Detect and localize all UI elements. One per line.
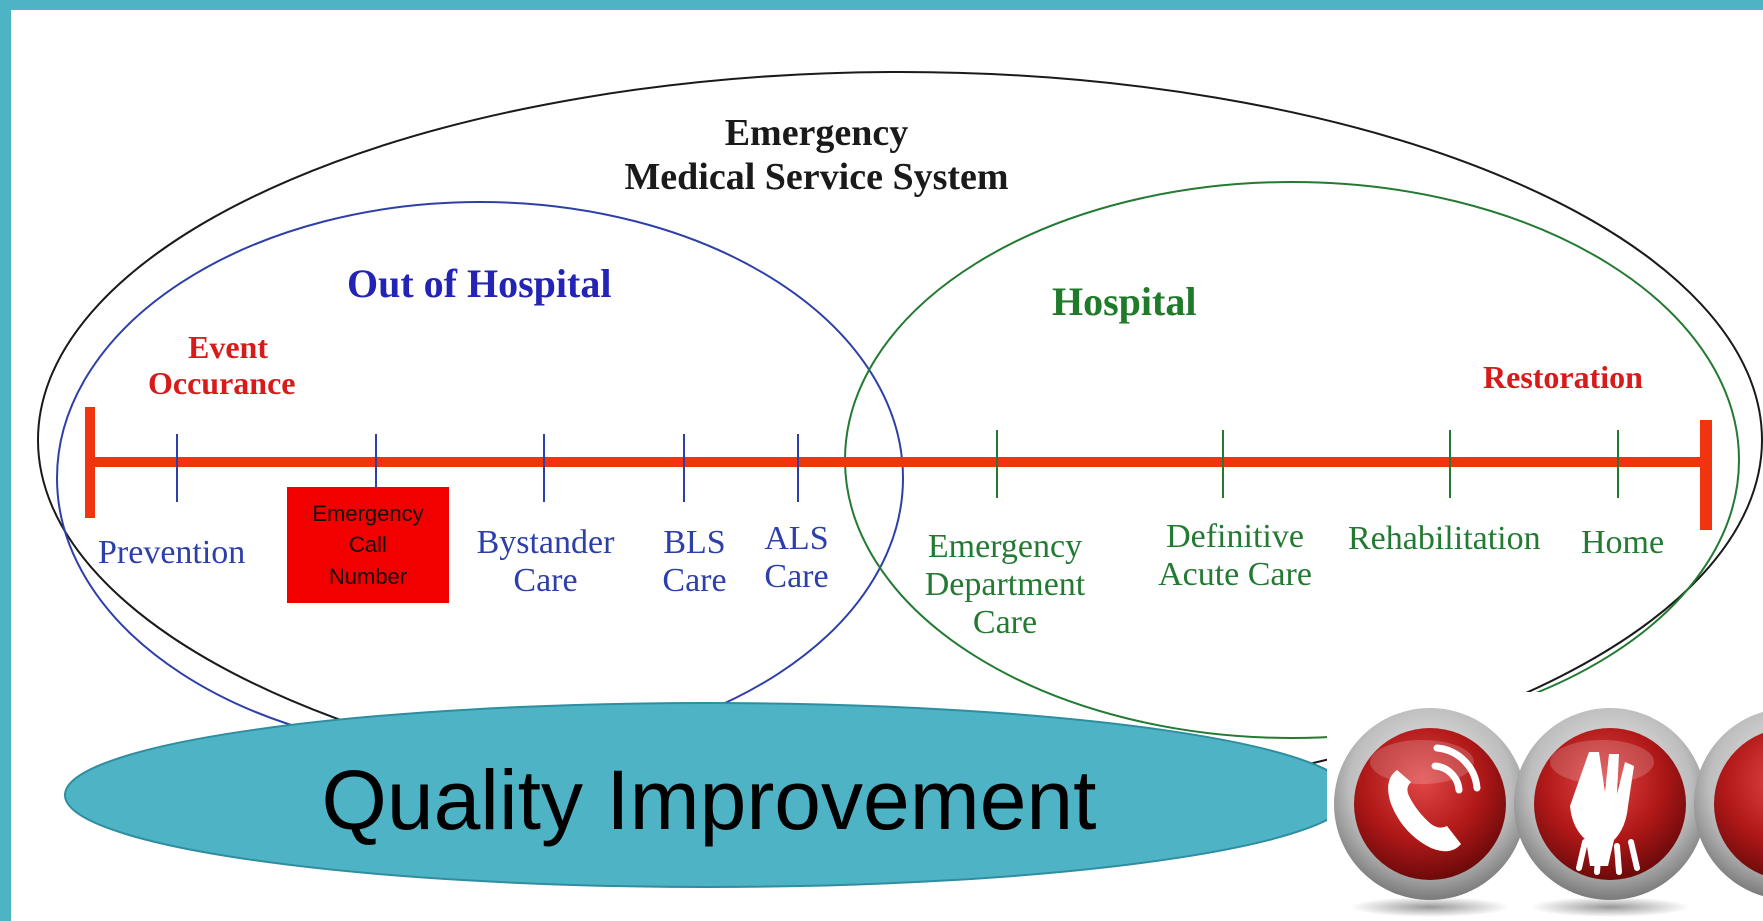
stage-rehabilitation: Rehabilitation	[1348, 520, 1541, 557]
stage-prevention: Prevention	[98, 534, 246, 571]
cpr-hands-icon	[1514, 708, 1706, 917]
stage-ed-line-3: Care	[972, 604, 1038, 642]
stage-bystander-care: Bystander Care	[463, 524, 628, 600]
stage-als-line-2: Care	[764, 558, 829, 596]
stage-als-care: ALS Care	[754, 520, 839, 596]
event-occurance-line-1: Event	[188, 329, 268, 365]
title-line-2: Medical Service System	[624, 155, 1009, 198]
hospital-heading: Hospital	[1052, 279, 1197, 324]
stage-ed-line-1: Emergency	[927, 528, 1083, 565]
stage-home: Home	[1581, 524, 1665, 561]
call-box-line-3: Number	[328, 563, 408, 589]
stage-bls-care: BLS Care	[652, 524, 737, 600]
title-line-1: Emergency	[724, 112, 909, 154]
stage-als-line-1: ALS	[764, 520, 829, 557]
emergency-call-number-box: Emergency Call Number	[287, 487, 449, 603]
stage-bystander-line-2: Care	[513, 562, 578, 600]
quality-improvement-text: Quality Improvement	[321, 752, 1097, 847]
event-occurance-label: Event Occurance	[148, 329, 308, 402]
stage-definitive-line-2: Acute Care	[1158, 556, 1312, 594]
stage-bls-line-1: BLS	[663, 524, 726, 561]
call-box-line-1: Emergency	[312, 501, 424, 527]
restoration-label: Restoration	[1483, 359, 1643, 395]
phone-icon	[1334, 708, 1526, 917]
stage-definitive-acute-care: Definitive Acute Care	[1140, 518, 1330, 594]
out-of-hospital-heading: Out of Hospital	[347, 261, 612, 306]
event-occurance-line-2: Occurance	[148, 364, 296, 401]
call-box-line-2: Call	[349, 532, 387, 558]
stage-bls-line-2: Care	[662, 562, 727, 600]
stage-ed-line-2: Department	[924, 566, 1086, 604]
partial-icon-button	[1694, 711, 1763, 897]
diagram-title: Emergency Medical Service System	[0, 112, 1763, 199]
frame-border-left	[0, 0, 11, 921]
stage-emergency-department-care: Emergency Department Care	[910, 528, 1100, 642]
stage-bystander-line-1: Bystander	[476, 524, 615, 561]
emergency-icons-panel	[1327, 692, 1763, 921]
frame-border-top	[0, 0, 1763, 10]
stage-definitive-line-1: Definitive	[1166, 518, 1304, 555]
